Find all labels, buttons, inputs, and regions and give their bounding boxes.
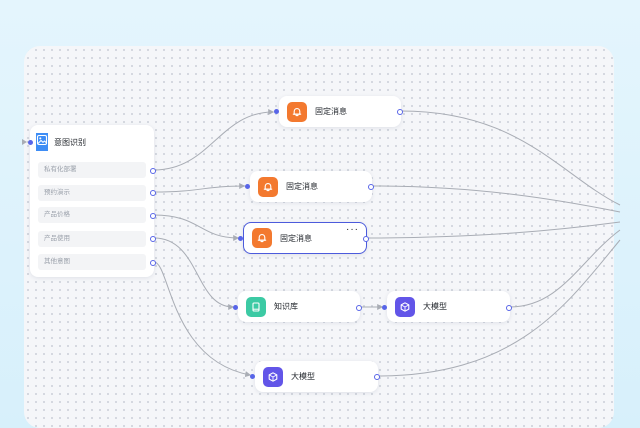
image-icon [36, 133, 48, 151]
intent-option-private-deploy[interactable]: 私有化部署 [38, 162, 146, 178]
intent-node-header: 意图识别 [36, 133, 86, 151]
llm-node-1[interactable]: 大模型 [387, 291, 510, 322]
bell-icon [258, 176, 278, 197]
intent-node-title: 意图识别 [54, 137, 86, 147]
intent-recognition-node[interactable]: 意图识别 私有化部署 预约演示 产品价格 产品使用 其他意图 [30, 125, 154, 277]
fixed-message-1-input-port[interactable] [274, 109, 279, 114]
intent-option-other[interactable]: 其他意图 [38, 254, 146, 270]
node-label: 固定消息 [286, 182, 318, 191]
node-label: 固定消息 [280, 233, 312, 243]
llm-1-input-port[interactable] [382, 305, 387, 310]
llm-2-input-port[interactable] [250, 374, 255, 379]
node-label: 知识库 [274, 302, 298, 311]
intent-option-usage[interactable]: 产品使用 [38, 231, 146, 247]
intent-input-port[interactable] [28, 140, 33, 145]
bell-icon [287, 101, 307, 122]
book-icon [246, 296, 266, 317]
node-label: 大模型 [423, 302, 447, 311]
knowledge-base-node[interactable]: 知识库 [238, 291, 360, 322]
llm-2-output-port[interactable] [374, 374, 380, 380]
fixed-message-node-2[interactable]: 固定消息 [250, 171, 372, 202]
more-options-icon[interactable]: ··· [346, 224, 359, 235]
cube-icon [395, 296, 415, 317]
intent-output-port-usage[interactable] [150, 236, 156, 242]
fixed-message-node-3[interactable]: 固定消息 ··· [243, 222, 367, 254]
knowledge-base-output-port[interactable] [356, 305, 362, 311]
fixed-message-3-input-port[interactable] [238, 236, 243, 241]
intent-output-port-price[interactable] [150, 213, 156, 219]
llm-1-output-port[interactable] [506, 305, 512, 311]
fixed-message-node-1[interactable]: 固定消息 [279, 96, 401, 127]
fixed-message-3-output-port[interactable] [363, 236, 369, 242]
intent-output-port-private[interactable] [150, 168, 156, 174]
intent-output-port-demo[interactable] [150, 190, 156, 196]
knowledge-base-input-port[interactable] [233, 305, 238, 310]
fixed-message-2-output-port[interactable] [368, 184, 374, 190]
intent-option-price[interactable]: 产品价格 [38, 207, 146, 223]
cube-icon [263, 366, 283, 387]
bell-icon [252, 228, 272, 248]
llm-node-2[interactable]: 大模型 [255, 361, 378, 392]
intent-output-port-other[interactable] [150, 260, 156, 266]
node-label: 固定消息 [315, 107, 347, 116]
intent-option-demo[interactable]: 预约演示 [38, 185, 146, 201]
node-label: 大模型 [291, 372, 315, 381]
fixed-message-1-output-port[interactable] [397, 109, 403, 115]
fixed-message-2-input-port[interactable] [245, 184, 250, 189]
